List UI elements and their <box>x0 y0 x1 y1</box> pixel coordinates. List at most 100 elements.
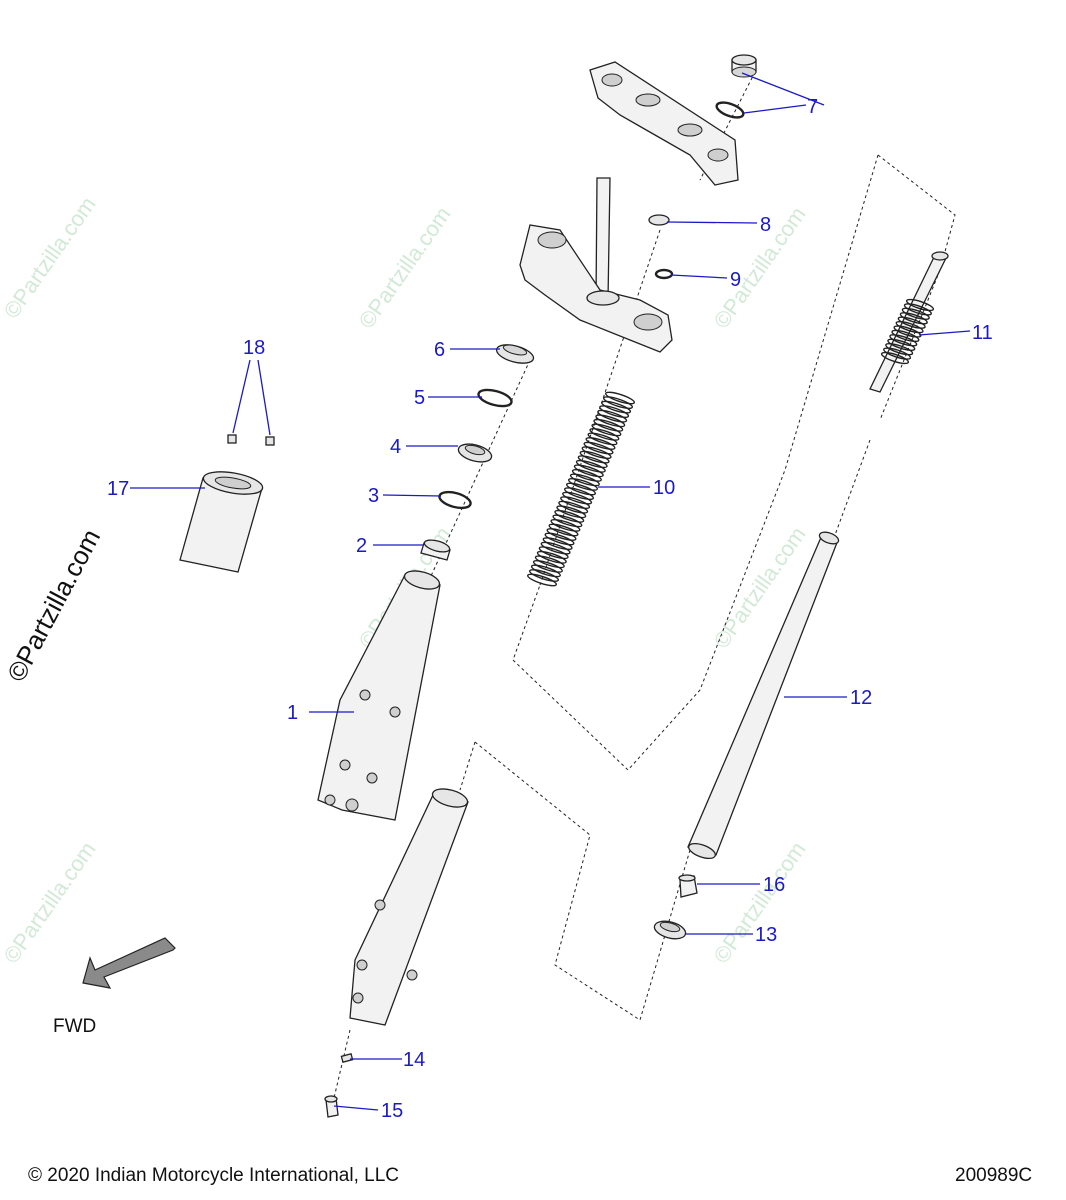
spring-coil <box>897 316 926 329</box>
part-11-damper-rod <box>869 251 949 393</box>
callout-2: 2 <box>356 535 367 557</box>
spring-coil <box>597 409 628 423</box>
fwd-label: FWD <box>53 1016 97 1037</box>
spring-coil <box>544 532 575 546</box>
callout-5: 5 <box>414 387 425 409</box>
callout-14: 14 <box>403 1049 425 1071</box>
part-6-dust-seal <box>495 344 535 364</box>
watermark: ©Partzilla.com <box>0 192 101 323</box>
spring-coil <box>587 432 618 446</box>
part-7-cap-nut <box>715 54 757 119</box>
watermark: ©Partzilla.com <box>0 837 101 968</box>
spring-coil <box>560 496 591 510</box>
spring-coil <box>585 437 616 450</box>
spring-coil <box>589 427 620 441</box>
spring-coil <box>565 482 597 496</box>
part-14-drain-screw <box>340 1053 354 1063</box>
spring-coil <box>901 307 930 320</box>
spring-coil <box>567 477 599 491</box>
spring-coil <box>891 329 920 343</box>
callout-6: 6 <box>434 339 445 361</box>
spring-coil <box>536 550 567 564</box>
spring-coil <box>601 400 632 414</box>
spring-coil <box>530 564 561 578</box>
spring-coil <box>577 455 608 469</box>
spring-coil <box>571 468 602 482</box>
spring-coil <box>562 491 593 505</box>
spring-coil <box>548 523 579 537</box>
spring-coil <box>887 338 916 351</box>
part-15-bolt <box>324 1095 339 1118</box>
part-13-slider-bushing <box>653 920 687 940</box>
part-3-washer <box>438 490 472 510</box>
spring-coil <box>528 569 560 582</box>
callout-15: 15 <box>381 1100 403 1122</box>
spring-coil <box>599 405 630 419</box>
spring-coil <box>583 441 614 455</box>
spring-coil <box>581 446 612 460</box>
spring-coil <box>563 487 595 501</box>
part-16-bushing <box>678 874 698 898</box>
fwd-arrow-icon <box>82 937 176 989</box>
spring-coil <box>883 347 912 360</box>
watermark: ©Partzilla.com <box>709 837 811 968</box>
spring-coil <box>556 505 587 519</box>
part-17-tube-cover <box>179 471 264 573</box>
spring-coil <box>569 473 600 487</box>
callout-4: 4 <box>390 436 401 458</box>
part-12-fork-tube <box>687 531 840 860</box>
spring-coil <box>575 459 606 473</box>
spring-coil <box>903 303 932 316</box>
spring-coil <box>880 351 910 365</box>
diagram-id: 200989C <box>955 1165 1033 1186</box>
watermark: ©Partzilla.com <box>354 202 456 333</box>
callout-1: 1 <box>287 702 298 724</box>
callout-11: 11 <box>972 322 993 344</box>
part-10-fork-spring <box>526 391 636 587</box>
spring-coil <box>550 518 581 532</box>
spring-coil <box>573 464 604 478</box>
spring-coil <box>889 334 918 347</box>
callout-17: 17 <box>107 478 129 500</box>
callout-labels: 1 2 3 4 5 6 7 8 9 10 11 12 13 14 15 16 1… <box>107 96 993 1122</box>
callout-leaders <box>130 72 971 1111</box>
callout-16: 16 <box>763 874 785 896</box>
part-9-washer <box>654 268 674 280</box>
spring-coil <box>899 312 928 325</box>
spring-coil <box>905 298 935 312</box>
spring-coil <box>540 541 571 555</box>
callout-18: 18 <box>243 337 265 359</box>
lower-triple-clamp <box>519 177 673 353</box>
spring-coil <box>602 396 634 410</box>
part-18-screws <box>227 434 275 446</box>
callout-9: 9 <box>730 269 741 291</box>
spring-coil <box>895 320 924 334</box>
spring-coil <box>526 573 558 587</box>
part-2-bushing <box>420 539 451 561</box>
spring-coil <box>546 528 577 541</box>
part-4-oil-seal <box>457 443 493 463</box>
spring-coil <box>591 423 622 437</box>
spring-coil <box>552 514 583 528</box>
copyright-text: © 2020 Indian Motorcycle International, … <box>28 1165 399 1186</box>
spring-coil <box>538 546 569 560</box>
spring-coil <box>534 555 565 569</box>
callout-3: 3 <box>368 485 379 507</box>
callout-7: 7 <box>807 96 818 118</box>
spring-coil <box>532 559 563 573</box>
upper-triple-clamp <box>589 61 739 186</box>
spring-coil <box>893 325 922 338</box>
second-fork-slider <box>349 788 469 1026</box>
part-5-retaining-clip <box>477 388 513 408</box>
spring-coil <box>885 343 914 356</box>
callout-13: 13 <box>755 924 777 946</box>
spring-coil <box>554 509 585 523</box>
spring-coil <box>542 537 573 551</box>
spring-coil <box>558 500 589 514</box>
spring-coil <box>593 418 624 432</box>
part-8-nut <box>648 214 670 226</box>
spring-coil <box>604 391 636 405</box>
callout-12: 12 <box>850 687 872 709</box>
spring-coil <box>595 414 626 428</box>
